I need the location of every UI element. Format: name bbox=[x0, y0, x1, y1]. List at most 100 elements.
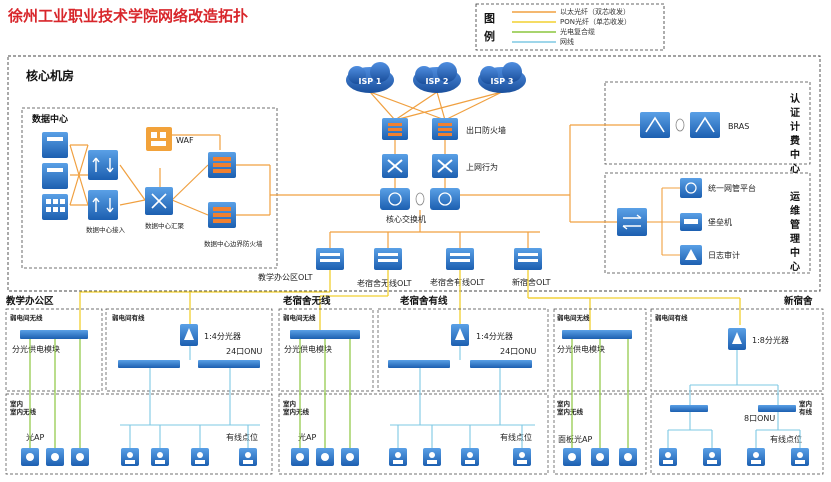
terminal-icon bbox=[513, 448, 531, 466]
teaching-splitter: 1:4分光器 bbox=[204, 331, 241, 341]
ops-center-box bbox=[604, 172, 811, 274]
zone-new-dorm-title: 新宿舍 bbox=[784, 295, 813, 307]
dc-access-label: 数据中心接入 bbox=[86, 225, 126, 234]
ap-icon bbox=[21, 448, 39, 466]
new-indoor-1: 室内 bbox=[557, 399, 570, 408]
terminal-icon bbox=[151, 448, 169, 466]
legend-item-cable: 网线 bbox=[560, 37, 574, 46]
zone-boxes bbox=[5, 308, 824, 475]
isp-2-label: ISP 2 bbox=[426, 77, 449, 86]
bras-device-icon bbox=[690, 112, 720, 138]
auth-center-title-end: 心 bbox=[790, 163, 800, 175]
new-indoor-wired-2: 有线 bbox=[799, 407, 813, 416]
zone-old-wired-title: 老宿舍有线 bbox=[399, 295, 448, 307]
pon-links bbox=[79, 270, 741, 332]
storage-icon bbox=[42, 194, 68, 220]
olt-icon bbox=[514, 248, 542, 270]
waf-icon bbox=[146, 127, 172, 151]
ap-icon bbox=[71, 448, 89, 466]
aggregate-switch-icon bbox=[145, 187, 173, 215]
core-switch-label: 核心交换机 bbox=[386, 214, 426, 224]
terminal-icon bbox=[703, 448, 721, 466]
ops-item-bastion: 堡垒机 bbox=[708, 217, 732, 227]
stack-link-icon bbox=[415, 192, 425, 206]
olt-old-wired-label: 老宿舍有线OLT bbox=[430, 277, 485, 287]
old-wireless-indoor-2: 室内无线 bbox=[283, 407, 310, 416]
terminal-icon bbox=[121, 448, 139, 466]
svg-text:费: 费 bbox=[790, 134, 800, 147]
nms-platform-icon bbox=[680, 178, 702, 198]
log-audit-icon bbox=[680, 245, 702, 265]
legend-heading-2: 例 bbox=[484, 29, 495, 43]
svg-text:中: 中 bbox=[790, 246, 800, 259]
bras-label: BRAS bbox=[728, 122, 749, 131]
stack-link-icon bbox=[675, 118, 685, 132]
new-wired: 有线点位 bbox=[770, 434, 802, 444]
composite-links bbox=[29, 339, 629, 450]
ap-icon bbox=[46, 448, 64, 466]
olt-teaching-label: 教学办公区OLT bbox=[258, 272, 313, 282]
terminal-icon bbox=[747, 448, 765, 466]
legend-item-composite: 光电复合缆 bbox=[560, 27, 595, 36]
olt-new-dorm-label: 新宿舍OLT bbox=[512, 277, 551, 287]
legend: 图 例 以太光纤（双芯收发） PON光纤（单芯收发） 光电复合缆 网线 bbox=[475, 3, 665, 51]
core-room-title: 核心机房 bbox=[26, 68, 74, 83]
teaching-weak-wired: 弱电间有线 bbox=[112, 313, 145, 322]
waf-label: WAF bbox=[176, 136, 194, 145]
svg-text:运: 运 bbox=[790, 191, 800, 203]
svg-text:维: 维 bbox=[790, 204, 800, 217]
border-firewall-icon bbox=[208, 202, 236, 228]
behavior-label: 上网行为 bbox=[466, 162, 498, 172]
new-onu: 8口ONU bbox=[744, 414, 775, 423]
old-wired-splitter: 1:4分光器 bbox=[476, 331, 513, 341]
svg-text:心: 心 bbox=[790, 261, 800, 273]
auth-center-box bbox=[604, 81, 811, 165]
power-module-icon bbox=[562, 330, 632, 339]
old-wireless-ap: 光AP bbox=[298, 432, 316, 442]
svg-text:证: 证 bbox=[790, 107, 800, 119]
isp-3-label: ISP 3 bbox=[491, 77, 514, 86]
olt-icon bbox=[316, 248, 344, 270]
teaching-wired: 有线点位 bbox=[226, 432, 258, 442]
ops-item-nms: 统一网管平台 bbox=[708, 183, 756, 193]
onu-icon bbox=[670, 405, 796, 412]
new-power-module: 分光供电模块 bbox=[557, 344, 605, 354]
new-indoor-2: 室内无线 bbox=[557, 407, 584, 416]
isp-cloud-2: ISP 2 bbox=[413, 62, 461, 93]
bastion-host-icon bbox=[680, 213, 702, 231]
border-firewall-icon bbox=[208, 152, 236, 178]
power-module-icon bbox=[20, 330, 88, 339]
old-wired-onu: 24口ONU bbox=[500, 347, 536, 356]
firewall-icon bbox=[382, 118, 408, 140]
ap-icon bbox=[619, 448, 637, 466]
terminal-icon bbox=[191, 448, 209, 466]
legend-item-pon: PON光纤（单芯收发） bbox=[560, 17, 631, 26]
core-switch-icon bbox=[430, 188, 460, 210]
isp-cloud-1: ISP 1 bbox=[346, 62, 394, 93]
old-wireless-weak: 弱电间无线 bbox=[283, 313, 316, 322]
isp-1-label: ISP 1 bbox=[359, 77, 382, 86]
svg-text:中: 中 bbox=[790, 148, 800, 161]
onu-icon bbox=[388, 360, 532, 368]
new-splitter: 1:8分光器 bbox=[752, 335, 789, 345]
olt-icon bbox=[374, 248, 402, 270]
olt-icon bbox=[446, 248, 474, 270]
border-firewall-label: 数据中心边界防火墙 bbox=[204, 239, 263, 248]
terminal-icon bbox=[791, 448, 809, 466]
core-switch-icon bbox=[380, 188, 410, 210]
ap-icon bbox=[291, 448, 309, 466]
server-icon bbox=[42, 132, 68, 158]
core-room-box bbox=[7, 55, 821, 292]
legend-item-ethernet: 以太光纤（双芯收发） bbox=[560, 7, 630, 16]
onu-icon bbox=[118, 360, 260, 368]
old-wired-wired: 有线点位 bbox=[500, 432, 532, 442]
terminal-icon bbox=[461, 448, 479, 466]
zone-teaching-title: 教学办公区 bbox=[5, 295, 54, 307]
zone-old-wireless-title: 老宿舍无线 bbox=[282, 295, 331, 307]
dc-aggregate-label: 数据中心汇聚 bbox=[145, 221, 185, 230]
ops-switch-icon bbox=[617, 208, 647, 236]
power-module-icon bbox=[290, 330, 360, 339]
behavior-device-icon bbox=[432, 154, 458, 178]
